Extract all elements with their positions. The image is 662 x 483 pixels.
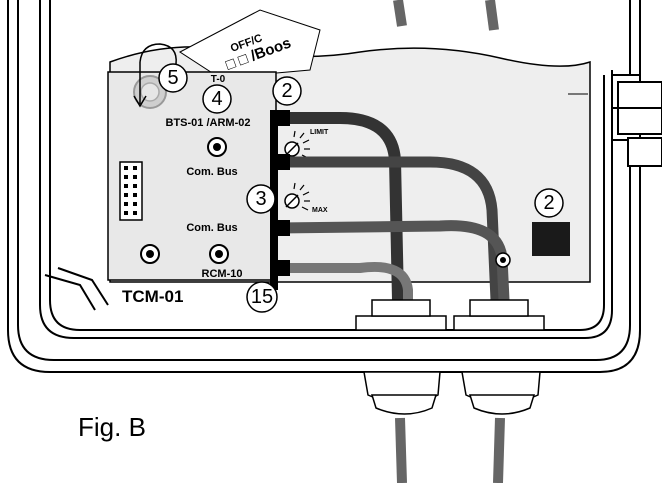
bts-arm-socket (207, 137, 227, 157)
svg-text:2: 2 (281, 80, 292, 102)
component-block (532, 222, 570, 256)
pin-header (119, 161, 143, 221)
com-bus-label-upper: Com. Bus (186, 166, 237, 178)
paper-tag: OFF/C □ □ /Boos (179, 9, 321, 79)
cable-connectors (276, 110, 290, 276)
cable-glands-outer (363, 371, 541, 415)
hinge (611, 74, 662, 167)
com-bus-label-lower: Com. Bus (186, 222, 237, 234)
max-label: MAX (312, 207, 328, 214)
rcm-socket (209, 244, 229, 264)
rcm-label: RCM-10 (202, 268, 243, 280)
limit-label: LIMIT (310, 129, 329, 136)
cable-glands-inner (355, 299, 545, 331)
cable-screw (495, 252, 511, 268)
svg-text:3: 3 (255, 188, 266, 210)
max-potentiometer (284, 182, 310, 211)
enclosure-body (7, 0, 641, 373)
callout-15: 15 (246, 281, 278, 313)
top-label: T-0 (211, 74, 226, 85)
bts-arm-label: BTS-01 /ARM-02 (166, 117, 251, 129)
svg-text:4: 4 (211, 88, 222, 110)
svg-text:5: 5 (167, 67, 178, 89)
rotate-arrow-icon (133, 43, 177, 108)
external-cables (393, 0, 505, 483)
figure-caption: Fig. B (78, 412, 146, 442)
callout-3: 3 (246, 184, 276, 214)
callout-5: 5 (158, 63, 188, 93)
callout-4: 4 (202, 84, 232, 114)
mounting-screw (133, 75, 167, 109)
svg-text:15: 15 (251, 286, 273, 308)
svg-text:2: 2 (543, 192, 554, 214)
callout-2-right: 2 (534, 188, 564, 218)
callout-2-top: 2 (272, 76, 302, 106)
module-name: TCM-01 (122, 287, 183, 306)
com-bus-socket (140, 244, 160, 264)
